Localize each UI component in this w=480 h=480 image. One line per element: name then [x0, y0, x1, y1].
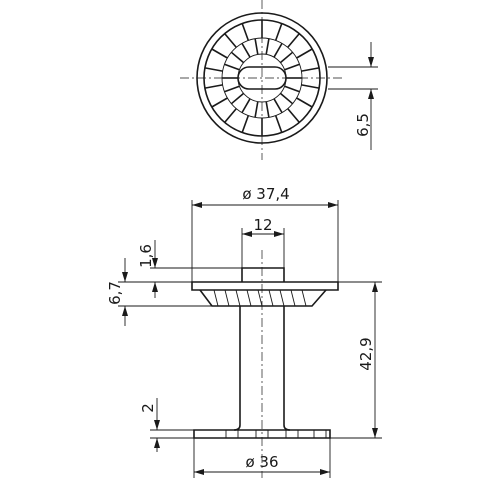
flange-rib	[257, 289, 263, 307]
spoke	[254, 38, 259, 55]
side-view-flange-ribs	[213, 289, 307, 307]
slot-arrow-bottom	[368, 89, 374, 99]
flange-rib	[279, 289, 285, 307]
spoke	[254, 101, 259, 118]
flange-rib	[235, 289, 241, 307]
side-view-base-feet	[225, 429, 327, 439]
spoke	[241, 42, 251, 58]
base-thickness-arrow-bottom	[154, 438, 160, 448]
spoke	[265, 101, 270, 118]
spoke	[273, 98, 283, 114]
hub-height-label: 1,6	[137, 244, 155, 268]
side-view: ø 37,4 12 1,6 6,7 42,9	[106, 185, 382, 478]
base-foot	[285, 429, 299, 439]
spoke	[224, 108, 237, 123]
spoke	[301, 67, 320, 72]
base-diameter-label: ø 36	[245, 453, 278, 471]
base-thickness-arrow-top	[154, 420, 160, 430]
hub-width-arrow-right	[274, 231, 284, 237]
hub-height-arrow-bottom	[152, 282, 158, 292]
spoke	[274, 115, 283, 133]
base-foot	[255, 429, 269, 439]
spoke	[211, 97, 228, 108]
spoke	[274, 23, 283, 41]
flange-height-arrow-bottom	[122, 306, 128, 316]
slot-width-label: 6,5	[354, 113, 372, 137]
spoke	[284, 63, 300, 71]
slot-arrow-top	[368, 57, 374, 67]
top-view: 6,5	[180, 0, 378, 160]
spoke	[204, 84, 223, 89]
spoke	[265, 38, 270, 55]
base-diameter-arrow-left	[194, 469, 204, 475]
spoke	[224, 33, 237, 48]
total-height-arrow-bottom	[372, 428, 378, 438]
flange-rib	[290, 289, 296, 307]
spoke	[287, 108, 300, 123]
spoke	[241, 115, 250, 133]
spoke	[224, 63, 240, 71]
spoke	[241, 98, 251, 114]
hub-width-label: 12	[253, 216, 272, 234]
top-view-centre-slot	[237, 66, 287, 90]
side-view-flange-ribs-outline	[199, 289, 327, 307]
flange-rib	[213, 289, 219, 307]
spoke	[284, 85, 300, 93]
hub-width-arrow-left	[242, 231, 252, 237]
spoke	[224, 85, 240, 93]
spoke	[279, 51, 294, 64]
flange-height-label: 6,7	[106, 281, 124, 305]
side-view-top-flange	[191, 281, 339, 291]
flange-rib	[246, 289, 252, 307]
spoke	[230, 51, 245, 64]
base-diameter-arrow-right	[320, 469, 330, 475]
side-view-hub	[241, 267, 285, 282]
total-height-arrow-top	[372, 282, 378, 292]
spoke	[296, 97, 313, 108]
top-view-outer-rim	[196, 12, 328, 144]
flange-rib	[224, 289, 230, 307]
top-view-spokes	[204, 20, 320, 136]
spoke	[301, 84, 320, 89]
spoke	[211, 48, 228, 59]
flange-rib	[301, 289, 307, 307]
top-diameter-arrow-left	[192, 202, 202, 208]
spoke	[287, 33, 300, 48]
hub-height-arrow-top	[152, 258, 158, 268]
spoke	[241, 23, 250, 41]
base-foot	[313, 429, 327, 439]
spoke	[204, 67, 223, 72]
top-diameter-arrow-right	[328, 202, 338, 208]
spoke	[279, 92, 294, 105]
spoke	[273, 42, 283, 58]
spoke	[230, 92, 245, 105]
flange-height-arrow-top	[122, 272, 128, 282]
total-height-label: 42,9	[357, 337, 375, 370]
flange-rib	[268, 289, 274, 307]
base-foot	[225, 429, 239, 439]
base-thickness-label: 2	[139, 403, 157, 413]
top-diameter-label: ø 37,4	[242, 185, 289, 203]
spoke	[296, 48, 313, 59]
